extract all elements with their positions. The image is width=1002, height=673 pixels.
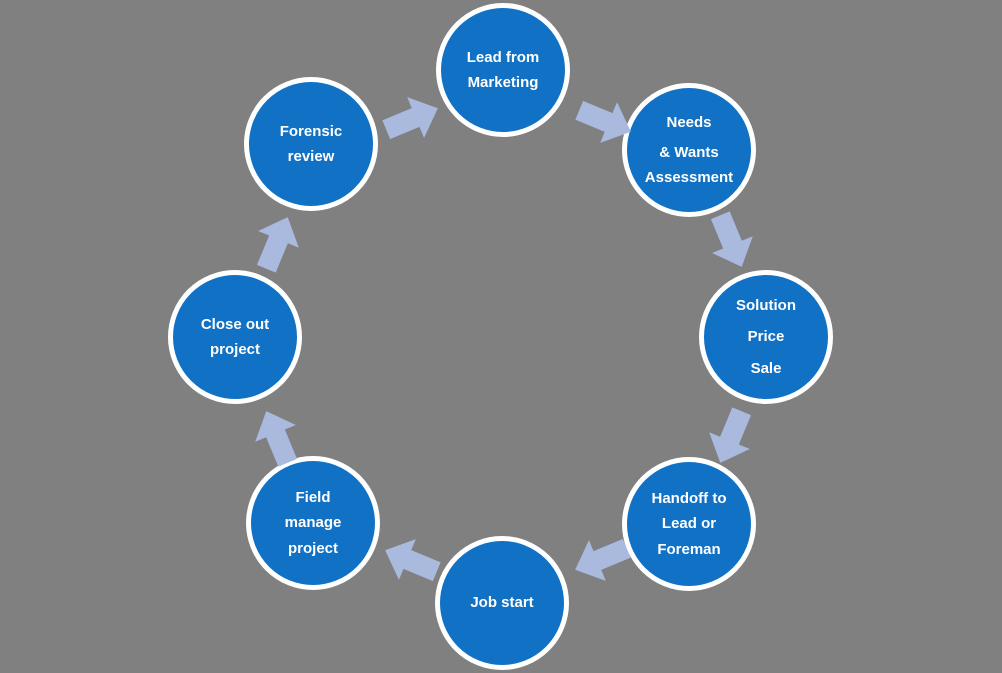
arrow-job-to-field-icon	[377, 530, 446, 592]
arrow-needs-to-solution-icon	[700, 207, 762, 276]
node-label-line: review	[287, 148, 335, 165]
node-label-line: Foreman	[657, 540, 721, 558]
node-lead-from-marketing: Lead from Marketing	[436, 3, 570, 137]
node-job-start: Job start	[435, 536, 569, 670]
node-forensic-review: Forensic review	[244, 77, 378, 211]
node-needs-wants-assessment: Needs & Wants Assessment	[622, 83, 756, 217]
node-label-line: Job start	[470, 594, 534, 612]
node-label-line: Field	[295, 489, 331, 507]
node-label-line: Assessment	[644, 169, 734, 187]
node-handoff-to-lead-or-foreman: Handoff to Lead or Foreman	[622, 457, 756, 591]
node-label-line: Close out	[200, 315, 270, 333]
node-label-line: Sale	[750, 359, 782, 377]
node-label-line: project	[287, 539, 338, 557]
node-label-line: Marketing	[467, 74, 539, 91]
node-label-line: Lead from	[466, 48, 540, 66]
node-solution-price-sale: Solution Price Sale	[699, 270, 833, 404]
node-label-line: Needs	[666, 113, 712, 131]
node-label-line: Handoff to	[651, 490, 727, 508]
node-close-out-project: Close out project	[168, 270, 302, 404]
node-label-line: & Wants	[659, 143, 719, 161]
arrow-close-to-forensic-icon	[246, 209, 308, 278]
node-field-manage-project: Field manage project	[246, 456, 380, 590]
arrow-forensic-to-lead-icon	[378, 88, 447, 150]
node-label-line: Lead or	[661, 515, 717, 533]
node-label-line: Solution	[736, 296, 796, 314]
node-label-line: Price	[747, 328, 785, 346]
node-label-line: manage	[284, 514, 342, 532]
node-label-line: project	[209, 341, 260, 358]
node-label-line: Forensic	[279, 122, 343, 140]
